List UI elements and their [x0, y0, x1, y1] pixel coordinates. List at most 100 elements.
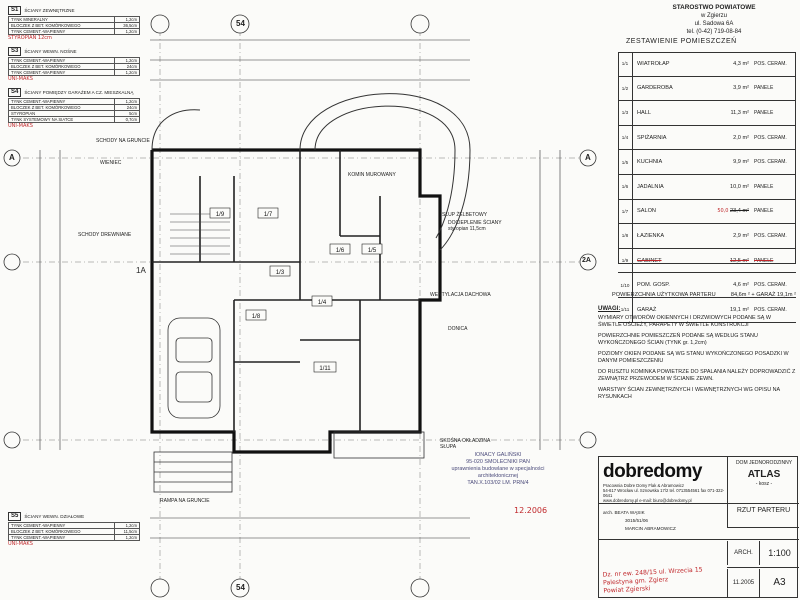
legend-layer: TYNK CEMENT.-WAPIENNY: [8, 69, 115, 76]
axis-label-a-right: A: [585, 153, 591, 162]
room-name: SALON: [637, 208, 656, 215]
rooms-table-title: ZESTAWIENIE POMIESZCZEŃ: [626, 38, 737, 45]
divider: [599, 539, 799, 540]
architects: arch. BEATA WĄSIK 3015/51/06 MARCIN ABRA…: [603, 509, 676, 533]
room-number: 1/9: [618, 248, 633, 273]
room-name: GARDEROBA: [637, 85, 673, 92]
architect-2: MARCIN ABRAMOWICZ: [625, 526, 676, 531]
room-name: HALL: [637, 109, 651, 116]
room-number: 1/6: [618, 174, 633, 199]
svg-text:1/6: 1/6: [336, 248, 345, 254]
room-name: JADALNIA: [637, 183, 664, 190]
svg-text:1/7: 1/7: [264, 212, 273, 218]
axis-label-54: 54: [236, 19, 245, 28]
summary-label: POWIERZCHNIA UŻYTKOWA PARTERU: [612, 292, 716, 298]
project-type: DOM JEDNORODZINNY: [735, 460, 793, 466]
stamp-line: uprawnienia budowlane w specjalności arc…: [451, 466, 545, 479]
room-area: 2,0 m²: [733, 134, 749, 141]
room-floor: PANELE: [754, 183, 774, 190]
room-number: 1/2: [618, 76, 633, 101]
legend-layer: TYNK CEMENT.-WAPIENNY: [8, 28, 115, 35]
legend-handwritten-note: UNI-MAKS: [8, 76, 33, 82]
stamp-line: w Zgierzu: [700, 13, 727, 19]
office-info: Pracownia Dobre Domy Flak & Abramowicz 5…: [603, 483, 727, 503]
plot-address: Dz. nr ew. 248/15 ul. Wrzecia 15 Palesty…: [602, 566, 703, 595]
divider: [599, 503, 799, 504]
room-floor: PANELE: [754, 257, 774, 264]
legend-thickness: 0,7cm: [114, 116, 140, 123]
note-item: POZIOMY OKIEN PODANE SĄ WG STANU WYKOŃCZ…: [598, 351, 789, 364]
legend-thickness: 1,2cm: [114, 28, 140, 35]
label-docieplenie: DOCIEPLENIE ŚCIANY styropian 11,5cm: [448, 220, 502, 232]
room-name: ŁAZIENKA: [637, 232, 665, 239]
label-donica: DONICA: [448, 326, 468, 332]
room-floor: POS. CERAM.: [754, 134, 787, 141]
room-floor: PANELE: [754, 109, 774, 116]
room-area: 19,1 m²: [730, 306, 749, 313]
room-row: 1/8 ŁAZIENKA 2,9 m² POS. CERAM.: [618, 224, 796, 249]
legend-code: S1: [8, 6, 22, 15]
room-area: 9,9 m²: [733, 159, 749, 166]
legend-code: S3: [8, 47, 22, 56]
note-item: WARSTWY ŚCIAN ZEWNĘTRZNYCH I WEWNĘTRZNYC…: [598, 387, 780, 400]
label-wieniec: WIENIEC: [100, 160, 122, 166]
room-number: 1/7: [618, 199, 633, 224]
room-area: 2,9 m²: [733, 232, 749, 239]
legend-code: S5: [8, 512, 22, 521]
room-area: 3,9 m²: [733, 85, 749, 92]
room-row: 1/6 JADALNIA 10,0 m² PANELE: [618, 174, 796, 200]
company-logo: dobredomy: [603, 461, 702, 482]
room-area: 11,3 m²: [730, 109, 749, 116]
room-area: 4,3 m²: [733, 60, 749, 67]
label-wentylacja: WENTYLACJA DACHOWA: [430, 292, 491, 298]
legend-code: S4: [8, 88, 22, 97]
room-name: POM. GOSP.: [637, 282, 670, 289]
room-name: GABINET: [637, 257, 662, 264]
room-area: 12,5 m²: [730, 257, 749, 264]
room-number: 1/3: [618, 101, 633, 125]
room-floor: POS. CERAM.: [754, 306, 787, 313]
room-floor: POS. CERAM.: [754, 232, 787, 239]
salon-area-correction: 50,0: [717, 208, 729, 215]
legend-title: ŚCIANY POMIĘDZY GARAŻEM A CZ. MIESZKALNĄ: [24, 90, 134, 95]
stamp-line: TAN.X.103/02 LM. PRN/4: [467, 480, 529, 486]
scale-value: 1:100: [759, 541, 799, 565]
architect-1: arch. BEATA WĄSIK: [603, 510, 645, 515]
room-name: SPIŻARNIA: [637, 134, 667, 141]
notes-header: UWAGI:: [598, 306, 621, 312]
label-skosna: SKOŚNA OKŁADZINA SŁUPA: [440, 438, 491, 450]
axis-label-54-bottom: 54: [236, 583, 245, 592]
label-schody-drewniane: SCHODY DREWNIANE: [78, 232, 132, 238]
note-item: DO RUSZTU KOMINKA POWIETRZE DO SPALANIA …: [598, 369, 796, 382]
room-floor: POS. CERAM.: [754, 60, 787, 67]
axis-label-a: A: [9, 153, 15, 162]
scale-label: ARCH.: [727, 541, 759, 565]
legend-handwritten-note: UNI-MAKS: [8, 541, 33, 547]
room-number: 1/8: [618, 224, 633, 248]
svg-text:1/8: 1/8: [252, 314, 261, 320]
legend-layer: TYNK SYSTEMOWY NA SIATCE: [8, 116, 115, 123]
room-area: 10,0 m²: [730, 183, 749, 190]
stamp-line: tel. (0-42) 719-08-84: [686, 29, 742, 35]
area-summary: POWIERZCHNIA UŻYTKOWA PARTERU 84,6m ² + …: [612, 292, 796, 298]
room-floor: PANELE: [754, 85, 774, 92]
office-name: Pracownia Dobre Domy Flak & Abramowicz: [603, 483, 684, 488]
project-sub: - kosz -: [755, 481, 773, 487]
room-name: GARAŻ: [637, 306, 657, 313]
svg-text:1/5: 1/5: [368, 248, 377, 254]
stamp-line: 95-020 SMOLECNIKI PAN: [466, 459, 530, 465]
room-name: WIATROŁAP: [637, 60, 670, 67]
